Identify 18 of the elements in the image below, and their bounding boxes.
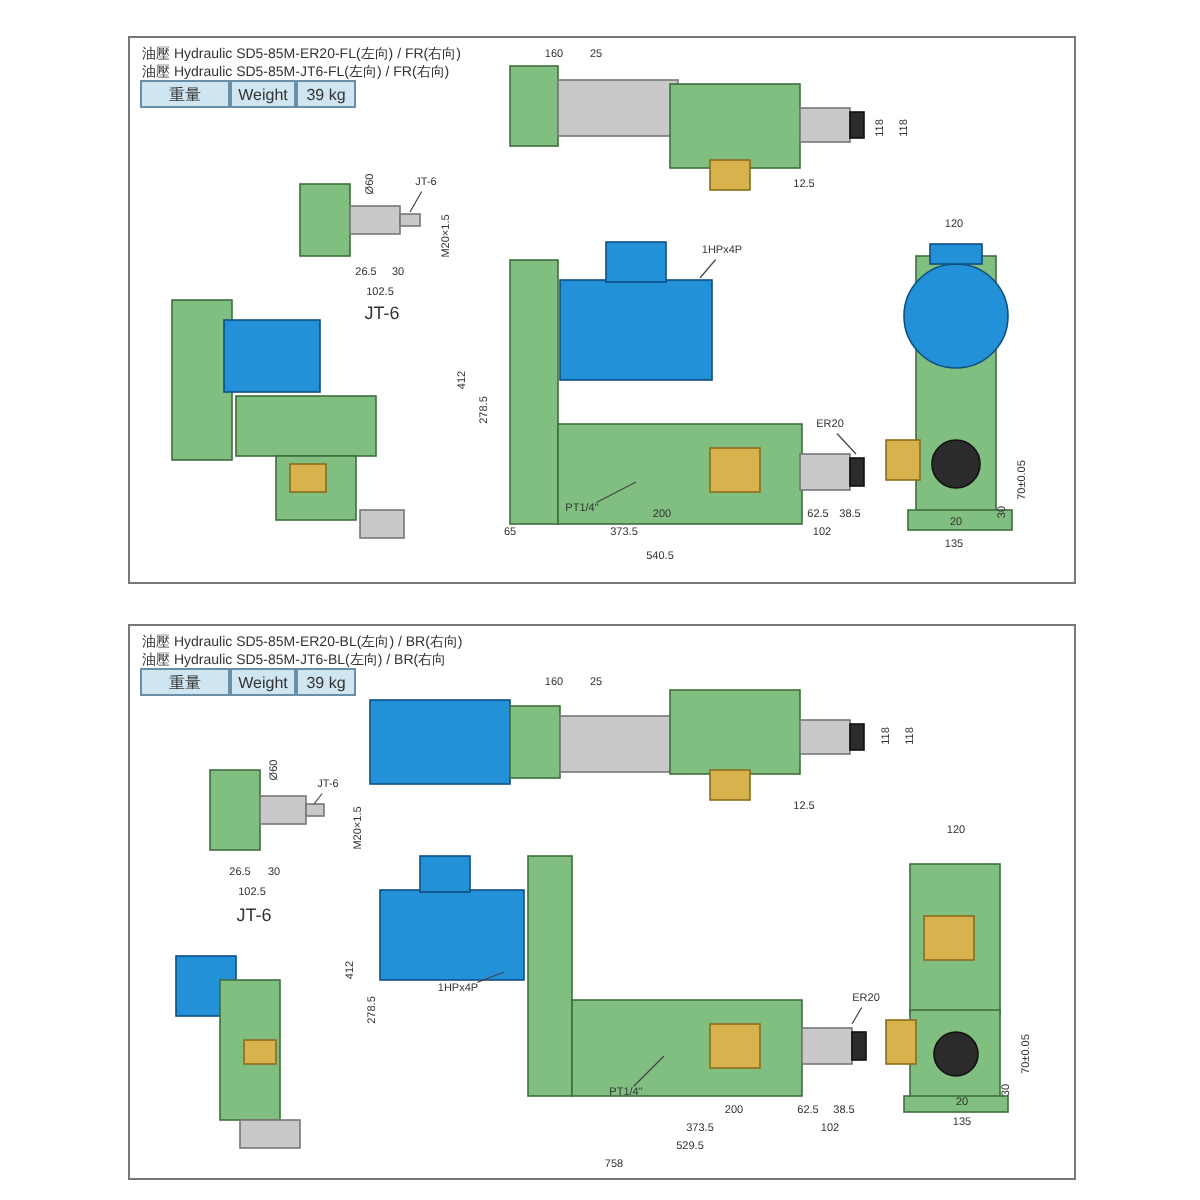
leader-line [632, 1055, 665, 1088]
leader-line [409, 190, 423, 213]
leader-line [699, 258, 717, 279]
table-cell: Weight [230, 80, 296, 108]
table-cell: Weight [230, 668, 296, 696]
leader-line [595, 481, 637, 504]
spec-panel [128, 624, 1076, 1180]
leader-line [476, 971, 505, 984]
view-caption: JT-6 [364, 305, 400, 323]
leader-line [851, 1006, 863, 1025]
leader-line [313, 792, 323, 805]
table-cell: 39 kg [296, 80, 356, 108]
view-caption: JT-6 [236, 907, 272, 925]
table-cell: 39 kg [296, 668, 356, 696]
table-cell: 重量 [140, 80, 230, 108]
leader-line [836, 432, 857, 455]
spec-panel [128, 36, 1076, 584]
table-cell: 重量 [140, 668, 230, 696]
